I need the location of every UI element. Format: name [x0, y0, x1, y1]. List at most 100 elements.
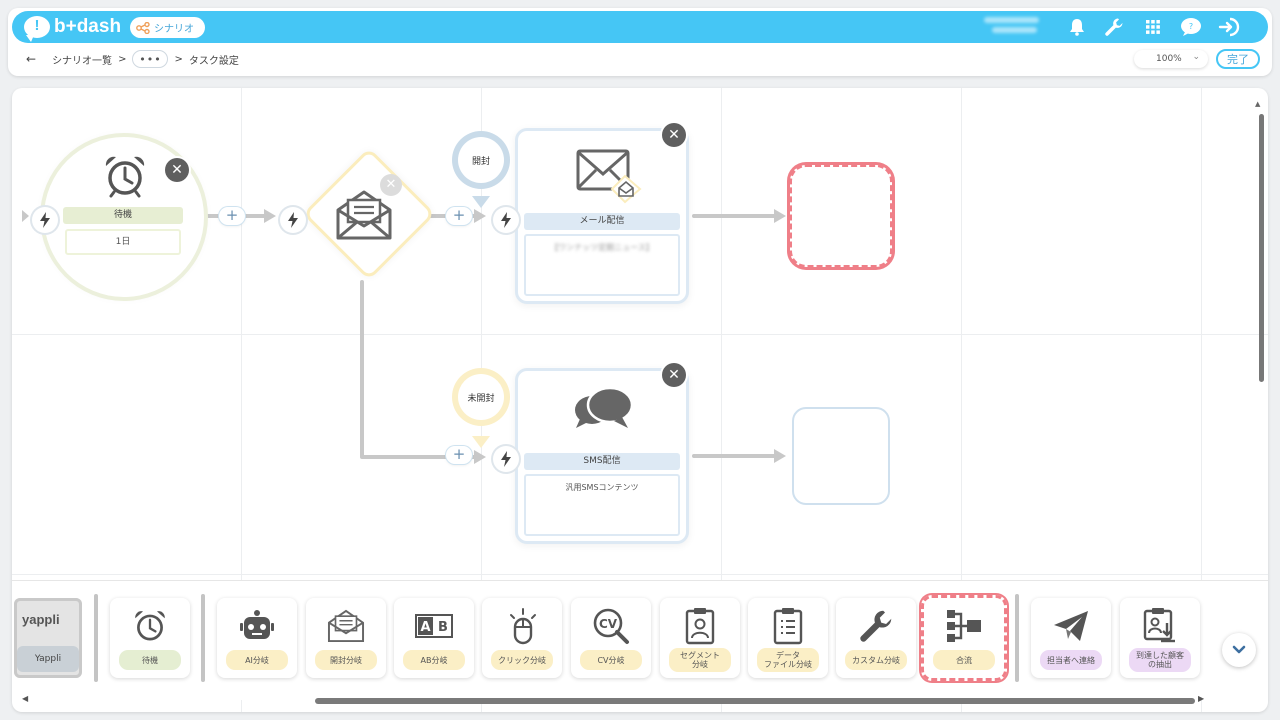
palette-item-label: 待機 [119, 650, 181, 670]
palette-item-label: CV分岐 [580, 650, 642, 670]
grid-line [961, 88, 962, 712]
pin-tail [472, 196, 490, 208]
scenario-icon [136, 21, 150, 34]
palette-divider [1015, 594, 1019, 682]
apps-grid-icon[interactable] [1142, 14, 1164, 40]
palette-item-label: セグメント 分岐 [669, 648, 731, 672]
delete-sms-task-button[interactable]: ✕ [662, 363, 686, 387]
delete-branch-node-button[interactable]: ✕ [380, 174, 402, 196]
done-button[interactable]: 完了 [1216, 49, 1260, 69]
palette-item-extract-customers[interactable]: 到達した顧客 の抽出 [1120, 598, 1200, 678]
mail-task-content[interactable]: 【ワンナッツ定期ニュース】 [524, 234, 680, 296]
pin-tail [472, 436, 490, 448]
wait-node-duration[interactable]: 1日 [65, 229, 181, 255]
grid-line [12, 574, 1268, 575]
breadcrumb-separator: > [118, 53, 127, 65]
connector-line [692, 214, 776, 218]
palette-item-notify-staff[interactable]: 担当者へ連絡 [1031, 598, 1111, 678]
connector-line [360, 455, 476, 459]
empty-drop-slot[interactable] [792, 407, 890, 505]
palette-item-click-branch[interactable]: クリック分岐 [482, 598, 562, 678]
palette-item-open-branch[interactable]: 開封分岐 [306, 598, 386, 678]
incoming-arrow [22, 210, 29, 222]
palette-item-label: 合流 [933, 650, 995, 670]
trigger-lightning-icon[interactable] [280, 207, 306, 233]
scenario-pill[interactable]: シナリオ [130, 17, 205, 38]
back-arrow-icon[interactable]: ← [26, 52, 37, 66]
svg-text:A: A [420, 620, 430, 635]
palette-item-label-text: データ ファイル分岐 [764, 651, 812, 669]
clipboard-list-icon [773, 608, 803, 645]
trigger-lightning-icon[interactable] [493, 446, 519, 472]
palette-item-yappli[interactable]: yappli Yappli [14, 598, 82, 678]
brand-name: b+dash [54, 16, 122, 37]
alarm-clock-icon [105, 156, 145, 198]
palette-item-label: クリック分岐 [491, 650, 553, 670]
palette-item-label-text: 到達した顧客 の抽出 [1136, 651, 1184, 669]
palette-item-segment-branch[interactable]: セグメント 分岐 [660, 598, 740, 678]
chevron-down-icon: ⌄ [1192, 52, 1200, 62]
palette-item-label: 開封分岐 [315, 650, 377, 670]
palette-item-label: 担当者へ連絡 [1040, 650, 1102, 670]
palette-item-datafile-branch[interactable]: データ ファイル分岐 [748, 598, 828, 678]
scroll-right-arrow-icon[interactable]: ▶ [1198, 694, 1205, 703]
breadcrumb-more-button[interactable]: ••• [132, 50, 169, 68]
vertical-scrollbar[interactable] [1259, 114, 1264, 382]
grid-line [721, 88, 722, 712]
delete-wait-node-button[interactable]: ✕ [165, 158, 189, 182]
palette-item-cv-branch[interactable]: CV CV分岐 [571, 598, 651, 678]
connector-arrowhead [774, 449, 786, 463]
pin-opened-label: 開封 [471, 156, 490, 167]
branch-condition-unopened: 未開封 [452, 368, 510, 426]
palette-item-label: 到達した顧客 の抽出 [1129, 648, 1191, 672]
sms-task-label: SMS配信 [524, 453, 680, 470]
palette-item-label: データ ファイル分岐 [757, 648, 819, 672]
connector-line [360, 280, 364, 458]
add-node-button[interactable]: + [446, 446, 472, 464]
logo-bubble-icon: ! [24, 16, 50, 42]
top-bar [12, 11, 1268, 43]
connector-line [692, 454, 776, 458]
add-node-button[interactable]: + [446, 207, 472, 225]
palette-item-label: カスタム分岐 [845, 650, 907, 670]
support-chat-icon[interactable]: ? [1178, 14, 1204, 40]
yappli-label: Yappli [17, 646, 79, 672]
mail-task-label: メール配信 [524, 213, 680, 230]
clipboard-download-icon [1143, 608, 1175, 643]
notification-bell-icon[interactable] [1066, 14, 1088, 40]
palette-item-wait[interactable]: 待機 [110, 598, 190, 678]
alarm-clock-icon [135, 611, 165, 641]
sms-task-content[interactable]: 汎用SMSコンテンツ [524, 474, 680, 536]
horizontal-scrollbar[interactable] [315, 698, 1195, 704]
breadcrumb-scenario-list[interactable]: シナリオ一覧 [52, 55, 113, 67]
mail-content-blurred: 【ワンナッツ定期ニュース】 [550, 243, 654, 252]
palette-item-merge-selected[interactable]: 合流 [921, 595, 1007, 681]
connector-arrowhead [774, 209, 786, 223]
user-info-blurred[interactable] [984, 13, 1046, 41]
scroll-up-arrow-icon[interactable]: ▲ [1255, 100, 1261, 108]
palette-expand-button[interactable] [1222, 633, 1256, 667]
breadcrumb: ← シナリオ一覧 > ••• > タスク設定 [26, 49, 239, 69]
zoom-select[interactable]: 100% ⌄ [1134, 50, 1208, 68]
palette-divider [94, 594, 98, 682]
robot-icon [240, 610, 274, 639]
trigger-lightning-icon[interactable] [32, 207, 58, 233]
brand-logo[interactable]: ! b+dash [24, 14, 122, 42]
palette-item-custom-branch[interactable]: カスタム分岐 [836, 598, 916, 678]
yappli-logo: yappli [22, 612, 60, 627]
scroll-left-arrow-icon[interactable]: ◀ [22, 694, 29, 703]
delete-mail-task-button[interactable]: ✕ [662, 123, 686, 147]
paper-plane-icon [1054, 611, 1088, 641]
svg-text:CV: CV [599, 617, 618, 631]
add-node-button[interactable]: + [219, 207, 245, 225]
mail-delivery-task[interactable]: メール配信 【ワンナッツ定期ニュース】 [515, 128, 689, 304]
breadcrumb-separator: > [174, 53, 183, 65]
palette-item-ai-branch[interactable]: AI分岐 [217, 598, 297, 678]
wrench-icon[interactable] [1102, 14, 1126, 40]
empty-drop-slot-selected[interactable] [789, 164, 893, 268]
logout-icon[interactable] [1216, 14, 1242, 40]
trigger-lightning-icon[interactable] [493, 207, 519, 233]
svg-text:B: B [438, 620, 448, 635]
